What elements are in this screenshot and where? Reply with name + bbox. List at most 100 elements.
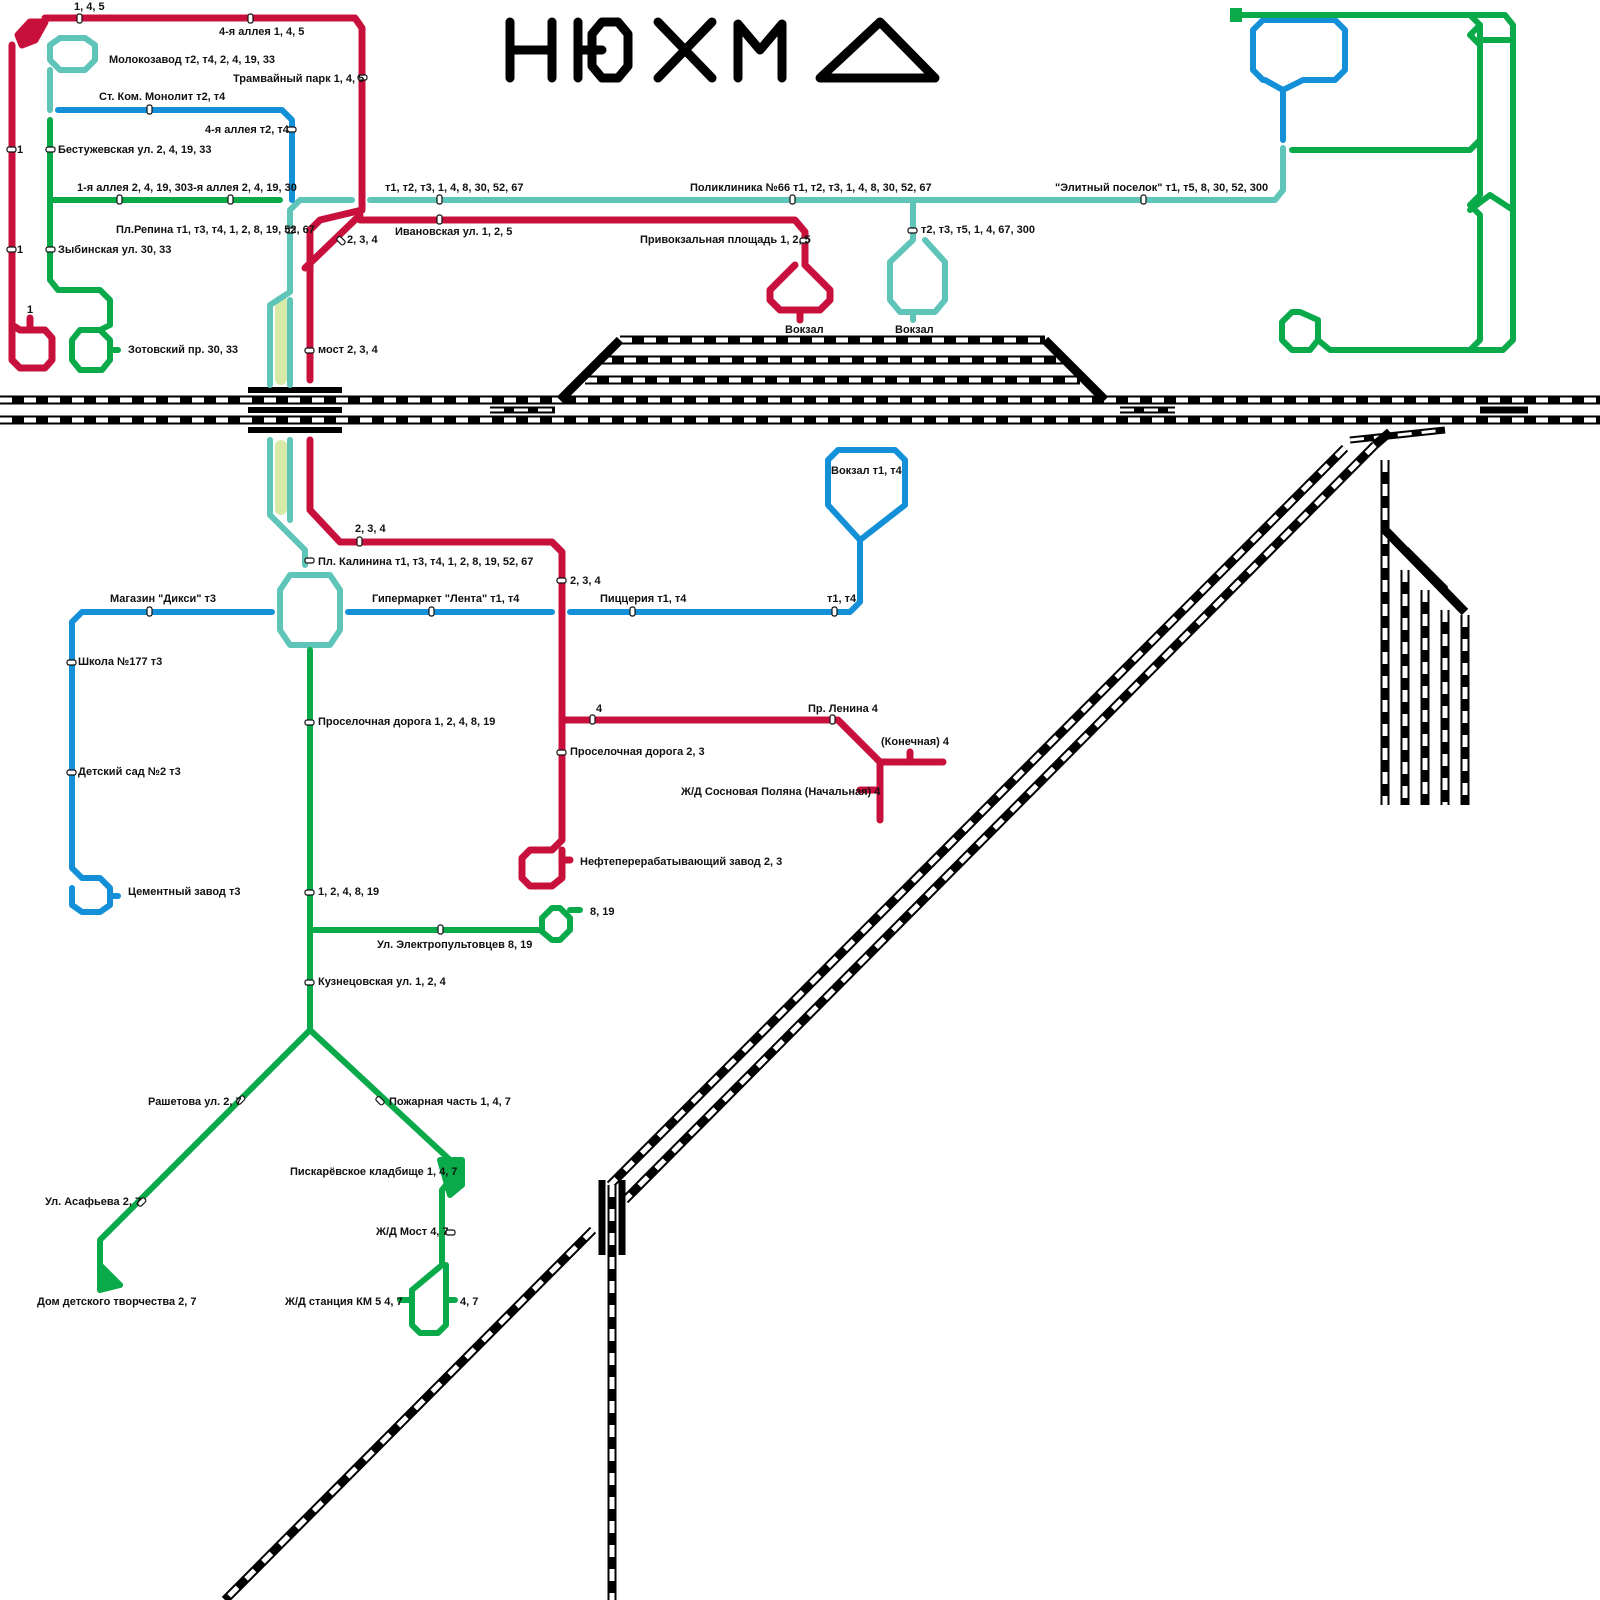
stop-label: 1, 4, 5 — [74, 1, 105, 13]
stop-marker[interactable] — [357, 537, 362, 546]
stop-label: 2, 3, 4 — [347, 234, 378, 246]
stop-label: Ул. Асафьева 2, 7 — [45, 1196, 141, 1208]
stop-label: Гипермаркет "Лента" т1, т4 — [372, 593, 520, 605]
rail-short-sidings — [490, 410, 1528, 440]
stop-marker[interactable] — [830, 715, 835, 724]
rail-diagonal-pair — [610, 432, 1390, 1200]
rail-station-tracks — [560, 340, 1105, 400]
stop-label: 4 — [596, 703, 603, 715]
stop-marker[interactable] — [7, 247, 16, 252]
stop-marker[interactable] — [77, 14, 82, 23]
stop-label: Пл. Калинина т1, т3, т4, 1, 2, 8, 19, 52… — [318, 556, 533, 568]
stop-label: Кузнецовская ул. 1, 2, 4 — [318, 976, 447, 988]
stop-label: Привокзальная площадь 1, 2, 5 — [640, 234, 811, 246]
stop-label: Вокзал — [785, 324, 824, 336]
stop-label: Школа №177 т3 — [78, 656, 162, 668]
stop-label: 3-я аллея 2, 4, 19, 30 — [187, 182, 297, 194]
stop-marker[interactable] — [228, 195, 233, 204]
stop-label: Пиццерия т1, т4 — [600, 593, 687, 605]
stop-marker[interactable] — [305, 720, 314, 725]
stop-marker[interactable] — [305, 980, 314, 985]
stop-label: Дом детского творчества 2, 7 — [37, 1296, 197, 1308]
stop-label: Цементный завод т3 — [128, 886, 240, 898]
stop-label: Трамвайный парк 1, 4, 5 — [233, 73, 364, 85]
rail-main-pair — [0, 400, 1600, 420]
stop-label: 8, 19 — [590, 906, 614, 918]
stop-label: 4, 7 — [460, 1296, 478, 1308]
stop-label: Проселочная дорога 1, 2, 4, 8, 19 — [318, 716, 495, 728]
stop-label: 1-я аллея 2, 4, 19, 30 — [77, 182, 187, 194]
stop-label: Ул. Электропультовцев 8, 19 — [377, 939, 532, 951]
stop-marker[interactable] — [437, 215, 442, 224]
stop-marker[interactable] — [305, 558, 314, 563]
stop-marker[interactable] — [336, 236, 346, 246]
stop-label: Ивановская ул. 1, 2, 5 — [395, 226, 512, 238]
stop-label: 1, 2, 4, 8, 19 — [318, 886, 379, 898]
stop-label: мост 2, 3, 4 — [318, 344, 379, 356]
stop-label: Вокзал — [895, 324, 934, 336]
stop-marker[interactable] — [147, 607, 152, 616]
stop-marker[interactable] — [7, 147, 16, 152]
stop-marker[interactable] — [248, 14, 253, 23]
stop-label: т1, т4 — [827, 593, 857, 605]
stop-marker[interactable] — [46, 247, 55, 252]
stop-marker[interactable] — [117, 195, 122, 204]
stop-marker[interactable] — [305, 348, 314, 353]
stop-label: Ж/Д Сосновая Поляна (Начальная) 4 — [680, 786, 881, 798]
stop-label: 1 — [27, 304, 33, 316]
rail-yard-fan — [1385, 460, 1465, 805]
stop-marker[interactable] — [438, 925, 443, 934]
stop-label: Рашетова ул. 2, 7 — [148, 1096, 242, 1108]
stop-label: Бестужевская ул. 2, 4, 19, 33 — [58, 144, 212, 156]
stop-marker[interactable] — [46, 147, 55, 152]
stop-marker[interactable] — [790, 195, 795, 204]
stop-marker[interactable] — [630, 607, 635, 616]
stop-marker[interactable] — [1141, 195, 1146, 204]
stop-label: Зотовский пр. 30, 33 — [128, 344, 238, 356]
stop-label: Пр. Ленина 4 — [808, 703, 879, 715]
stop-label: Зыбинская ул. 30, 33 — [58, 244, 171, 256]
stop-label: Поликлиника №66 т1, т2, т3, 1, 4, 8, 30,… — [690, 182, 932, 194]
stop-label: Ж/Д станция КМ 5 4, 7 — [284, 1296, 403, 1308]
stop-label: Пл.Репина т1, т3, т4, 1, 2, 8, 19, 52, 6… — [116, 224, 315, 236]
stop-label: 4-я аллея 1, 4, 5 — [219, 26, 304, 38]
stop-label: Пискарёвское кладбище 1, 4, 7 — [290, 1166, 457, 1178]
stop-label: т2, т3, т5, 1, 4, 67, 300 — [921, 224, 1035, 236]
stop-label: 2, 3, 4 — [355, 523, 386, 535]
stop-label: Ст. Ком. Монолит т2, т4 — [99, 91, 226, 103]
stop-label: Проселочная дорога 2, 3 — [570, 746, 705, 758]
stop-marker[interactable] — [67, 660, 76, 665]
stop-label: Молокозавод т2, т4, 2, 4, 19, 33 — [109, 54, 275, 66]
stop-label: 1 — [17, 144, 23, 156]
stop-marker[interactable] — [147, 105, 152, 114]
stop-marker[interactable] — [67, 770, 76, 775]
stop-marker[interactable] — [305, 890, 314, 895]
blue-route — [58, 20, 1345, 912]
stop-marker[interactable] — [832, 607, 837, 616]
stop-label: Пожарная часть 1, 4, 7 — [389, 1096, 511, 1108]
stop-marker[interactable] — [908, 228, 917, 233]
stop-label: Ж/Д Мост 4, 7 — [375, 1226, 449, 1238]
stop-label: Магазин "Дикси" т3 — [110, 593, 216, 605]
stop-label: 2, 3, 4 — [570, 575, 601, 587]
stop-label: 4-я аллея т2, т4 — [205, 124, 290, 136]
stop-label: "Элитный поселок" т1, т5, 8, 30, 52, 300 — [1055, 182, 1268, 194]
stop-marker[interactable] — [429, 607, 434, 616]
pale-corridor-south — [275, 440, 287, 515]
stop-marker[interactable] — [557, 578, 566, 583]
stop-marker[interactable] — [437, 195, 442, 204]
green-route — [50, 8, 1513, 1333]
stop-marker[interactable] — [590, 715, 595, 724]
map-title-logo — [510, 22, 935, 78]
railways — [0, 340, 1600, 1600]
stop-label: (Конечная) 4 — [881, 736, 950, 748]
stop-label: Вокзал т1, т4 — [831, 465, 903, 477]
stop-label: т1, т2, т3, 1, 4, 8, 30, 52, 67 — [385, 182, 523, 194]
stop-label: 1 — [17, 244, 23, 256]
stop-label: Нефтеперерабатывающий завод 2, 3 — [580, 856, 782, 868]
stop-label: Детский сад №2 т3 — [78, 766, 181, 778]
rail-south-lines — [225, 1180, 622, 1600]
pale-corridor-north — [275, 295, 287, 385]
stop-marker[interactable] — [557, 750, 566, 755]
